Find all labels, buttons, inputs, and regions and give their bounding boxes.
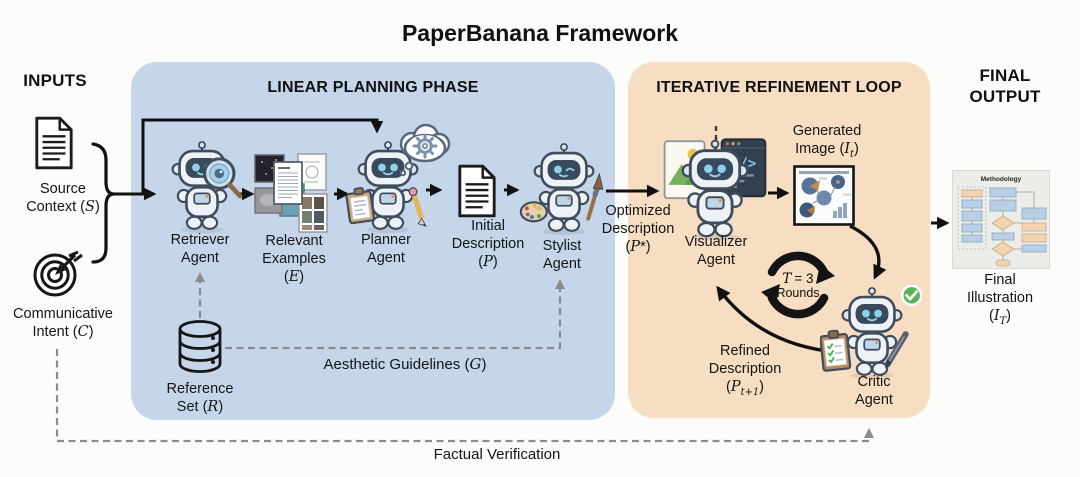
- paintbrush-icon: [586, 172, 604, 221]
- target-icon: [33, 250, 83, 297]
- aesthetic-guidelines-line: [225, 278, 566, 350]
- source-context-label: Source Context (S): [26, 181, 100, 215]
- final-illustration-thumbnail: Methodology: [952, 170, 1050, 269]
- communicative-intent-label: Communicative Intent (C): [13, 306, 113, 340]
- database-icon: [178, 320, 222, 373]
- reference-set-label: Reference Set (R): [166, 381, 234, 415]
- relevant-examples-collage-icon: [254, 153, 328, 233]
- pencil-icon: [408, 187, 427, 227]
- thumbnail-title: Methodology: [981, 176, 1022, 183]
- critic-agent-illustration: [820, 285, 923, 380]
- retriever-agent-illustration: [171, 140, 243, 234]
- loop-rounds-value: T= 3: [782, 271, 813, 287]
- planning-header: LINEAR PLANNING PHASE: [267, 79, 479, 96]
- aesthetic-guidelines-label: Aesthetic Guidelines (G): [323, 355, 487, 373]
- green-check-badge-icon: [900, 285, 923, 307]
- factual-verification-line: [55, 349, 875, 443]
- inputs-header: INPUTS: [23, 71, 87, 90]
- thought-bubble-gear-icon: [399, 123, 451, 177]
- cycle-arrows-icon: T= 3 Rounds: [761, 251, 835, 319]
- document-icon: [35, 116, 73, 170]
- stylist-agent-illustration: [519, 142, 604, 236]
- initial-description-document-icon: [458, 164, 496, 218]
- refinement-header: ITERATIVE REFINEMENT LOOP: [656, 79, 902, 96]
- clipboard-icon: [345, 187, 376, 225]
- loop-rounds-label: Rounds: [776, 286, 819, 300]
- gear-icon: [412, 133, 438, 159]
- factual-verification-label: Factual Verification: [433, 446, 561, 463]
- final-output-header: FINAL OUTPUT: [969, 66, 1041, 106]
- generated-image-thumbnail: [793, 165, 855, 226]
- planner-agent-illustration: [345, 140, 427, 234]
- generated-image-label: Generated Image (It): [792, 123, 862, 160]
- palette-icon: [519, 201, 548, 223]
- pen-icon: [884, 331, 909, 369]
- visualizer-agent-illustration: </>: [663, 138, 767, 240]
- checklist-clipboard-icon: [820, 329, 852, 372]
- figure-title: PaperBanana Framework: [401, 20, 679, 46]
